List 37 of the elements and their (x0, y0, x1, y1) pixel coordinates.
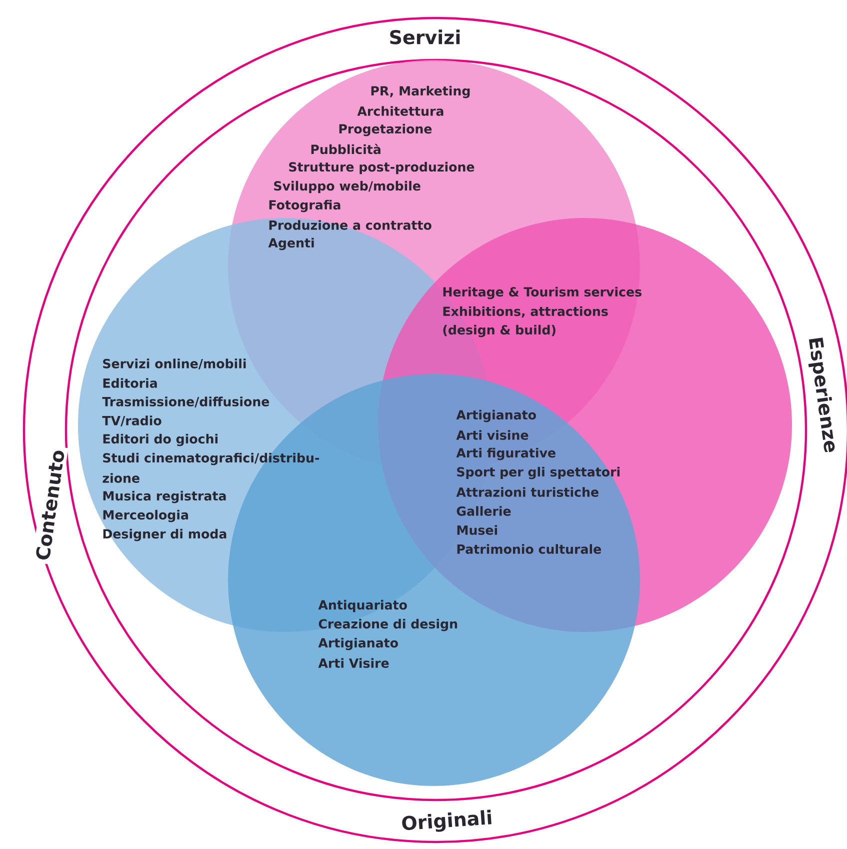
item-text: Trasmissione/diffusione (102, 396, 270, 408)
item-text: Musica registrata (103, 490, 226, 504)
item-text: Arti Visire (318, 658, 389, 668)
item-text: Attrazioni turistiche (456, 487, 598, 497)
item-text: Heritage & Tourism services (443, 286, 642, 300)
item-text: Pubblicità (311, 144, 380, 154)
item-text: Musei (457, 525, 498, 535)
category-label: Servizi (386, 26, 464, 48)
item-text: Antiquariato (318, 600, 407, 612)
category-label: Contenuto (32, 445, 68, 565)
item-text: Editori do giochi (103, 434, 218, 446)
item-text: Arti visine (456, 430, 528, 440)
item-text: Strutture post-produzione (289, 162, 474, 174)
item-text: Produzione a contratto (269, 220, 432, 230)
item-text: Agenti (268, 238, 314, 250)
item-text: Artigianato (318, 638, 398, 650)
item-text: (design & build) (443, 324, 556, 338)
item-text: Architettura (357, 106, 444, 116)
item-text: Fotografia (269, 200, 340, 212)
item-text: PR, Marketing (371, 86, 470, 98)
item-text: Sviluppo web/mobile (274, 180, 420, 194)
item-text: Progetazione (339, 124, 432, 136)
item-text: Editoria (103, 378, 157, 388)
item-text: Studi cinematografici/distribu- (103, 452, 320, 466)
item-text: Arti figurative (456, 448, 556, 460)
item-text: TV/radio (102, 416, 162, 426)
item-text: Servizi online/mobili (103, 358, 246, 370)
item-text: Gallerie (456, 506, 511, 516)
category-label: Originali (398, 806, 496, 838)
item-text: Artigianato (456, 410, 536, 422)
item-text: Creazione di design (318, 618, 458, 632)
item-text: Patrimonio culturale (457, 544, 602, 554)
item-text: zione (102, 473, 140, 483)
item-text: Designer di moda (103, 528, 226, 542)
category-label: Esperienze (801, 332, 843, 458)
item-text: Exhibitions, attractions (443, 306, 608, 318)
item-text: Merceologia (103, 510, 188, 522)
